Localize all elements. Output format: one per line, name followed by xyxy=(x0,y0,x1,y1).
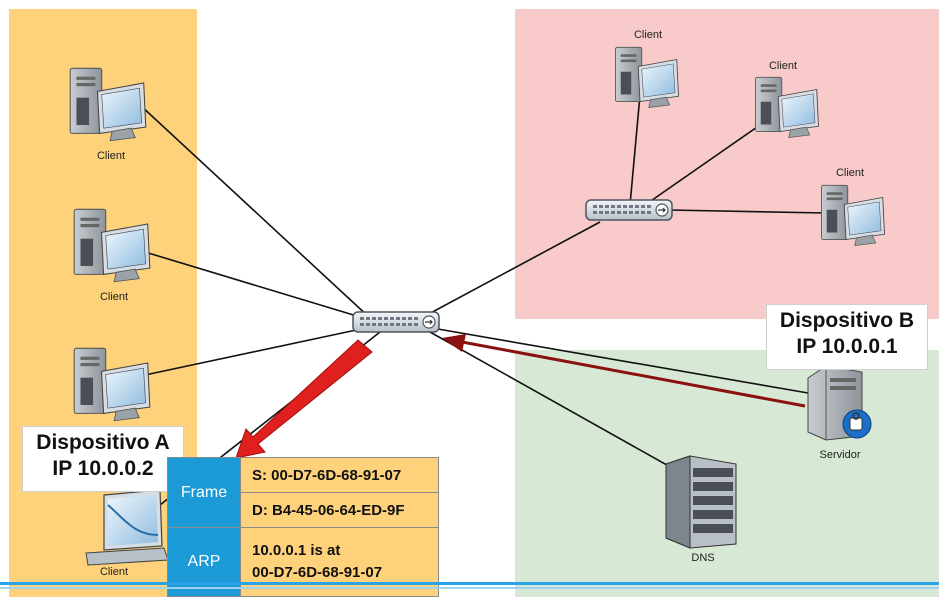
arp-payload: 10.0.0.1 is at 00-D7-6D-68-91-07 xyxy=(241,528,438,596)
pink-zone-switch-icon xyxy=(585,199,673,221)
client-label: Client xyxy=(96,150,126,162)
client-computer-icon xyxy=(755,76,819,139)
arp-line-2: 00-D7-6D-68-91-07 xyxy=(252,564,383,581)
device-a-callout: Dispositivo A IP 10.0.0.2 xyxy=(22,426,184,492)
server-label: Servidor xyxy=(819,449,861,461)
server-icon xyxy=(807,365,872,441)
frame-arrow xyxy=(235,339,373,459)
frame-destination-mac: D: B4-45-06-64-ED-9F xyxy=(241,493,438,528)
arp-frame-table: Frame S: 00-D7-6D-68-91-07 D: B4-45-06-6… xyxy=(167,457,439,597)
client-computer-icon xyxy=(73,208,151,283)
client-computer-icon xyxy=(821,184,885,247)
device-b-ip: IP 10.0.0.1 xyxy=(796,335,898,358)
central-switch-icon xyxy=(352,311,440,333)
dns-server-icon xyxy=(665,455,737,549)
client-label: Client xyxy=(835,167,865,179)
progress-bar[interactable] xyxy=(0,582,939,585)
frame-source-mac: S: 00-D7-6D-68-91-07 xyxy=(241,458,438,493)
client-computer-icon xyxy=(73,347,151,422)
device-b-callout: Dispositivo B IP 10.0.0.1 xyxy=(766,304,928,370)
top-right-network-zone xyxy=(515,9,939,319)
client-label: Client xyxy=(633,29,663,41)
device-a-ip: IP 10.0.0.2 xyxy=(52,457,154,480)
progress-bar-track xyxy=(0,587,939,589)
client-computer-icon xyxy=(69,67,147,142)
arp-line-1: 10.0.0.1 is at xyxy=(252,542,341,559)
client-label: Client xyxy=(768,60,798,72)
arp-reply-arrow xyxy=(442,334,806,408)
arp-header: ARP xyxy=(168,528,241,596)
device-b-name: Dispositivo B xyxy=(779,309,915,332)
device-a-name: Dispositivo A xyxy=(36,431,170,454)
frame-header: Frame xyxy=(168,458,241,528)
dns-label: DNS xyxy=(691,552,715,564)
laptop-icon xyxy=(85,489,169,566)
client-label: Client xyxy=(99,291,129,303)
client-label: Client xyxy=(99,566,129,578)
client-computer-icon xyxy=(615,46,679,109)
